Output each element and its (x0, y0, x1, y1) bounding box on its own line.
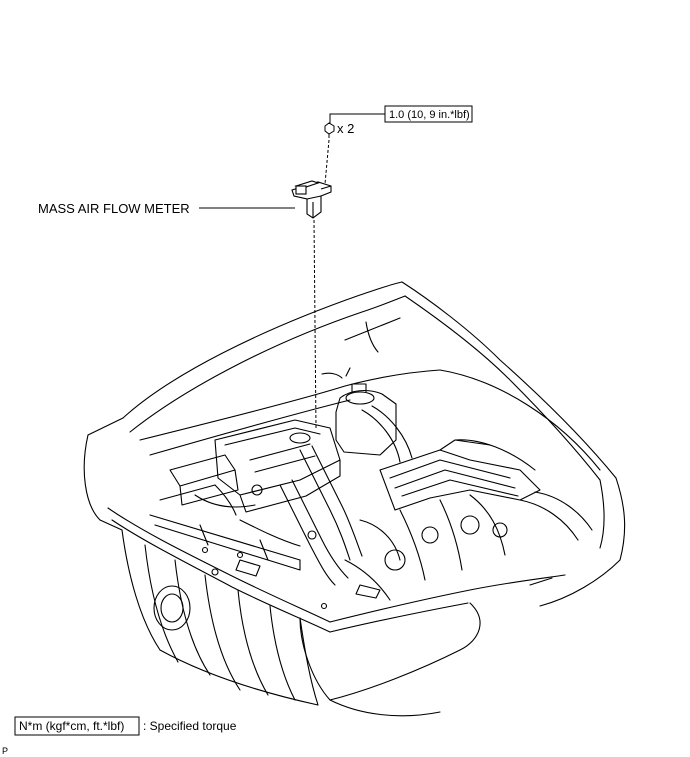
legend-unit-text: N*m (kgf*cm, ft.*lbf) (19, 719, 124, 733)
figure-code: P (2, 746, 8, 756)
legend-unit-box (14, 716, 140, 736)
engine-bay-illustration (83, 281, 626, 717)
mass-air-flow-meter-icon (291, 180, 332, 219)
install-assembly-line (313, 219, 317, 429)
torque-value: 1.0 (10, 9 in.*lbf) (389, 109, 470, 121)
bolt-quantity: x 2 (337, 121, 354, 136)
torque-leader-line (329, 113, 385, 124)
part-label: MASS AIR FLOW METER (38, 201, 190, 216)
legend-description: : Specified torque (143, 719, 237, 733)
bolt-assembly-line (324, 139, 330, 185)
bolt-icon (324, 122, 335, 138)
